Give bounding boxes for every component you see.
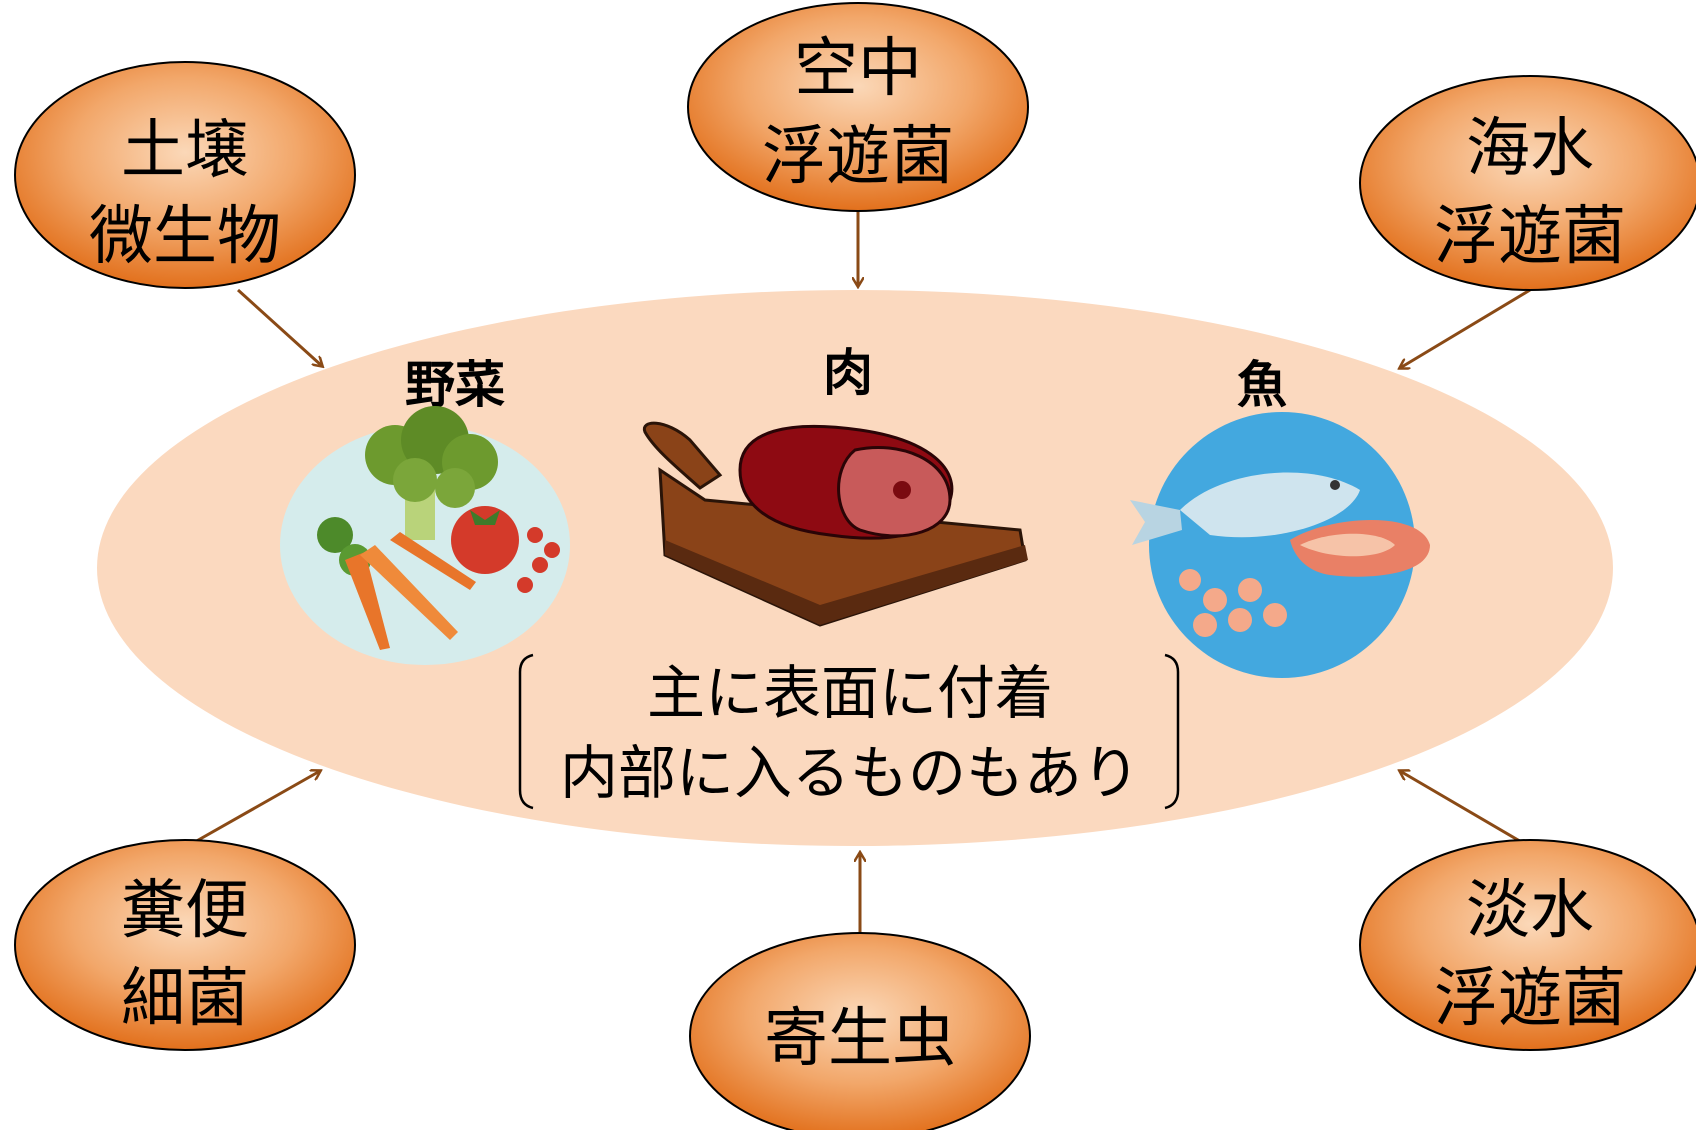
source-freshwater-line1: 淡水 xyxy=(1466,874,1594,948)
source-soil: 土壌 微生物 xyxy=(14,61,356,289)
label-vegetable: 野菜 xyxy=(405,356,505,414)
note-box: 主に表面に付着 内部に入るものもあり xyxy=(518,653,1180,810)
fish-illustration xyxy=(1130,412,1430,678)
source-sea-line1: 海水 xyxy=(1466,112,1594,186)
meat-illustration xyxy=(642,421,1028,627)
note-line2: 内部に入るものもあり xyxy=(560,739,1140,807)
source-air: 空中 浮遊菌 xyxy=(687,2,1029,212)
source-feces: 糞便 細菌 xyxy=(14,839,356,1051)
label-fish: 魚 xyxy=(1237,356,1287,414)
source-soil-line2: 微生物 xyxy=(89,200,281,274)
source-freshwater-line2: 浮遊菌 xyxy=(1434,962,1626,1036)
arrows xyxy=(185,183,1531,935)
source-feces-line2: 細菌 xyxy=(121,962,249,1036)
note-line1: 主に表面に付着 xyxy=(647,659,1053,727)
source-sea: 海水 浮遊菌 xyxy=(1359,75,1696,291)
source-feces-line1: 糞便 xyxy=(121,874,249,948)
source-freshwater: 淡水 浮遊菌 xyxy=(1359,839,1696,1051)
label-meat: 肉 xyxy=(823,344,873,402)
source-sea-line2: 浮遊菌 xyxy=(1434,200,1626,274)
arrow-freshwater xyxy=(1400,771,1531,849)
arrow-sea xyxy=(1400,288,1531,368)
vegetable-illustration xyxy=(280,406,570,665)
arrow-soil xyxy=(236,288,322,366)
source-soil-line1: 土壌 xyxy=(121,114,249,188)
bracket-left xyxy=(518,653,534,810)
source-air-line2: 浮遊菌 xyxy=(762,120,954,194)
source-parasite-line1: 寄生虫 xyxy=(764,1002,956,1076)
arrow-feces xyxy=(185,771,320,849)
source-air-line1: 空中 xyxy=(794,32,922,106)
source-parasite: 寄生虫 xyxy=(689,932,1031,1130)
bracket-right xyxy=(1164,653,1180,810)
